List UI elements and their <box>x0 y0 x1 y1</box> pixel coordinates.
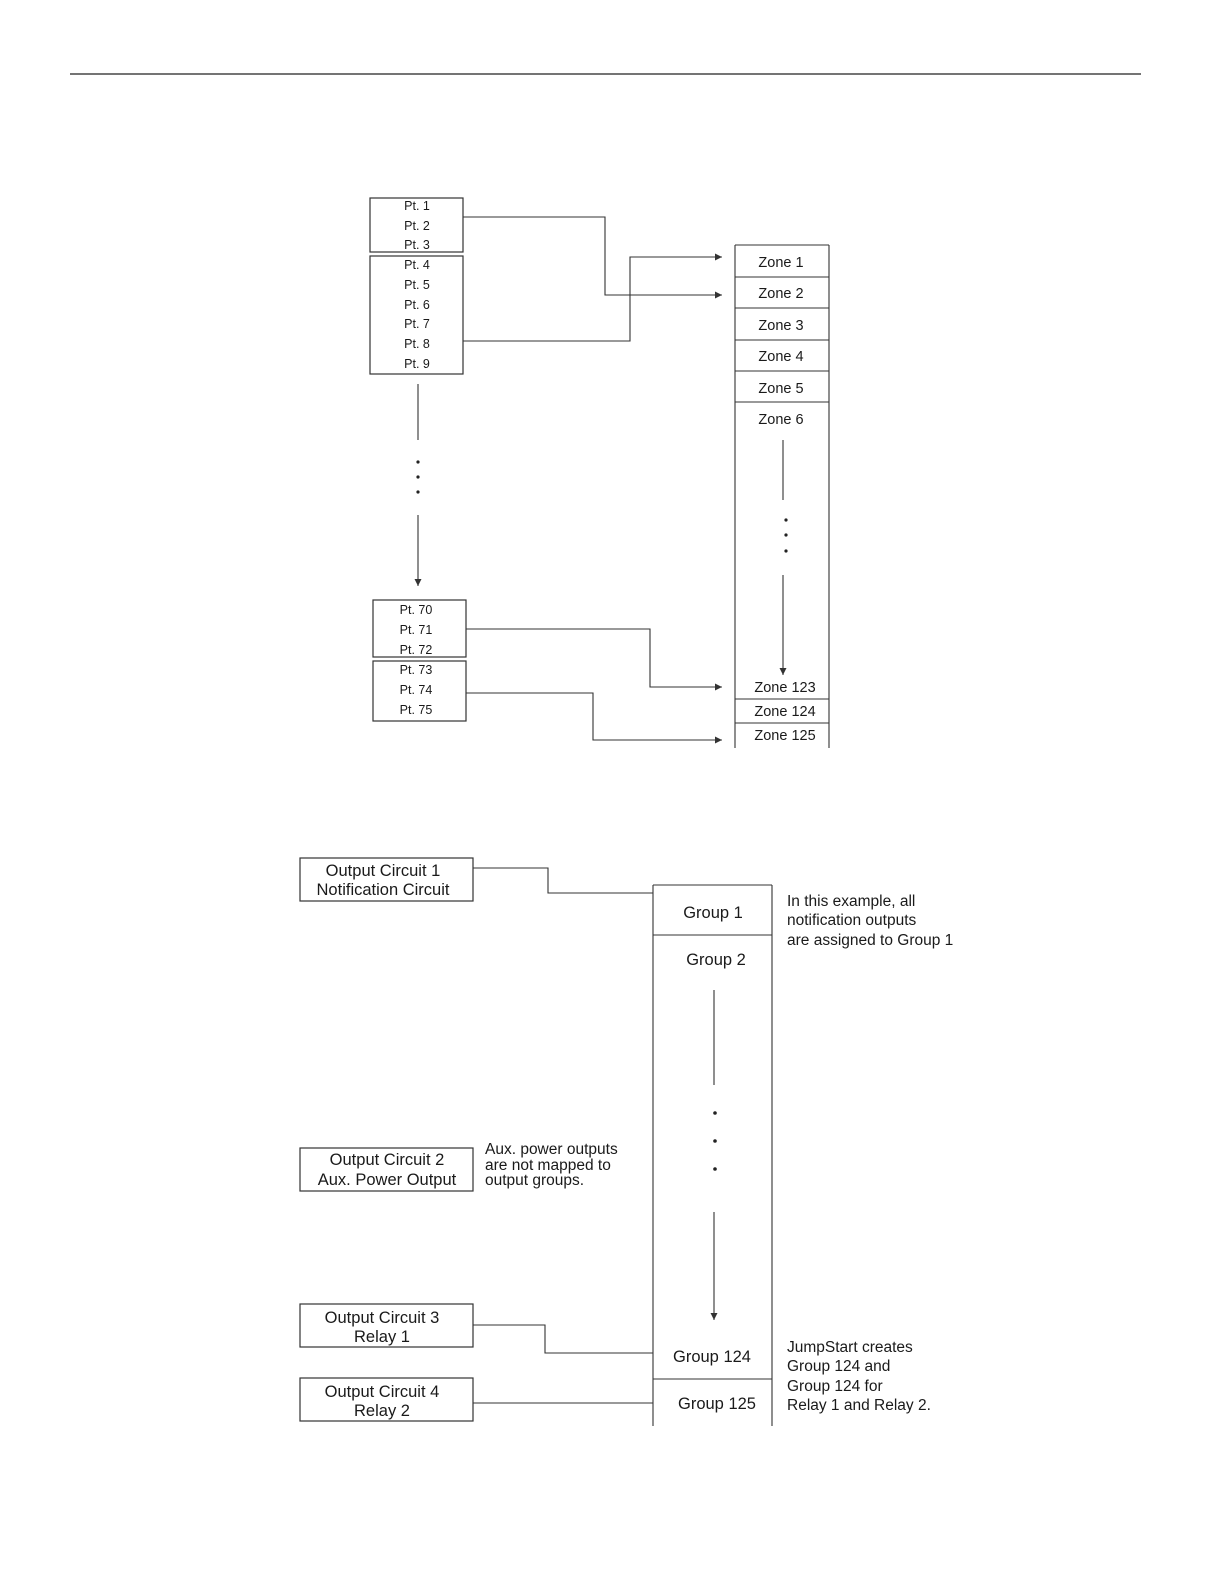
point-label: Pt. 70 <box>400 603 433 617</box>
group1-note-line: are assigned to Group 1 <box>787 932 953 949</box>
ellipsis-dot <box>784 518 788 522</box>
ellipsis-dot <box>784 549 788 553</box>
output-circuit-type: Relay 1 <box>354 1328 410 1346</box>
group-label: Group 125 <box>678 1395 756 1413</box>
zone-map-diagram: Pt. 1 Pt. 2 Pt. 3 Pt. 4 Pt. 5 Pt. 6 Pt. … <box>369 197 830 748</box>
point-group-box <box>369 255 464 375</box>
zone-label: Zone 4 <box>758 349 803 365</box>
group-label: Group 1 <box>683 904 743 922</box>
zone-label: Zone 125 <box>754 728 815 744</box>
ellipsis-dot <box>416 460 420 464</box>
output-circuit-title: Output Circuit 1 <box>326 862 441 880</box>
output-circuit-title: Output Circuit 4 <box>325 1383 440 1401</box>
zone-label: Zone 3 <box>758 318 803 334</box>
point-label: Pt. 7 <box>404 317 430 331</box>
point-label: Pt. 75 <box>400 703 433 717</box>
point-group-box <box>372 660 467 722</box>
point-label: Pt. 71 <box>400 623 433 637</box>
point-label: Pt. 6 <box>404 298 430 312</box>
jumpstart-note-line: Group 124 and <box>787 1358 890 1375</box>
output-circuit-type: Notification Circuit <box>317 881 450 899</box>
aux-note-line: are not mapped to <box>485 1157 611 1174</box>
aux-note-line: output groups. <box>485 1172 584 1189</box>
point-label: Pt. 1 <box>404 199 430 213</box>
zone-label: Zone 6 <box>758 412 803 428</box>
output-circuit-type: Aux. Power Output <box>318 1171 457 1189</box>
point-label: Pt. 73 <box>400 663 433 677</box>
point-label: Pt. 74 <box>400 683 433 697</box>
group1-note-line: In this example, all <box>787 893 915 910</box>
aux-note-line: Aux. power outputs <box>485 1141 618 1158</box>
connector-pt8-zone1 <box>463 253 722 342</box>
group-map-diagram: Output Circuit 1 Notification Circuit Ou… <box>299 857 953 1426</box>
connector-oc1-group1 <box>473 867 653 894</box>
zone-label: Zone 2 <box>758 286 803 302</box>
output-circuit-title: Output Circuit 2 <box>330 1151 445 1169</box>
connector-pt2-zone2 <box>463 216 722 299</box>
zone-label: Zone 124 <box>754 704 815 720</box>
jumpstart-note-line: JumpStart creates <box>787 1339 913 1356</box>
output-circuit-box <box>299 857 474 902</box>
point-label: Pt. 3 <box>404 238 430 252</box>
connector-pt71-zone123 <box>466 628 722 691</box>
ellipsis-dot <box>713 1111 717 1115</box>
ellipsis-dot <box>416 475 420 479</box>
point-label: Pt. 4 <box>404 258 430 272</box>
connector-oc3-group124 <box>473 1324 653 1354</box>
point-label: Pt. 2 <box>404 219 430 233</box>
output-circuit-box <box>299 1147 474 1192</box>
jumpstart-note-line: Group 124 for <box>787 1378 883 1395</box>
point-label: Pt. 5 <box>404 278 430 292</box>
group-label: Group 124 <box>673 1348 751 1366</box>
ellipsis-dot <box>713 1167 717 1171</box>
jumpstart-note-line: Relay 1 and Relay 2. <box>787 1397 931 1414</box>
point-label: Pt. 8 <box>404 337 430 351</box>
group-label: Group 2 <box>686 951 746 969</box>
point-label: Pt. 9 <box>404 357 430 371</box>
group1-note-line: notification outputs <box>787 912 917 929</box>
point-label: Pt. 72 <box>400 643 433 657</box>
output-circuit-type: Relay 2 <box>354 1402 410 1420</box>
zone-label: Zone 5 <box>758 381 803 397</box>
output-circuit-box <box>299 1377 474 1422</box>
ellipsis-dot <box>713 1139 717 1143</box>
ellipsis-dot <box>416 490 420 494</box>
output-circuit-title: Output Circuit 3 <box>325 1309 440 1327</box>
zone-label: Zone 1 <box>758 255 803 271</box>
zone-label: Zone 123 <box>754 680 815 696</box>
ellipsis-dot <box>784 533 788 537</box>
connector-pt74-zone125 <box>466 692 722 744</box>
point-group-box <box>369 197 464 253</box>
